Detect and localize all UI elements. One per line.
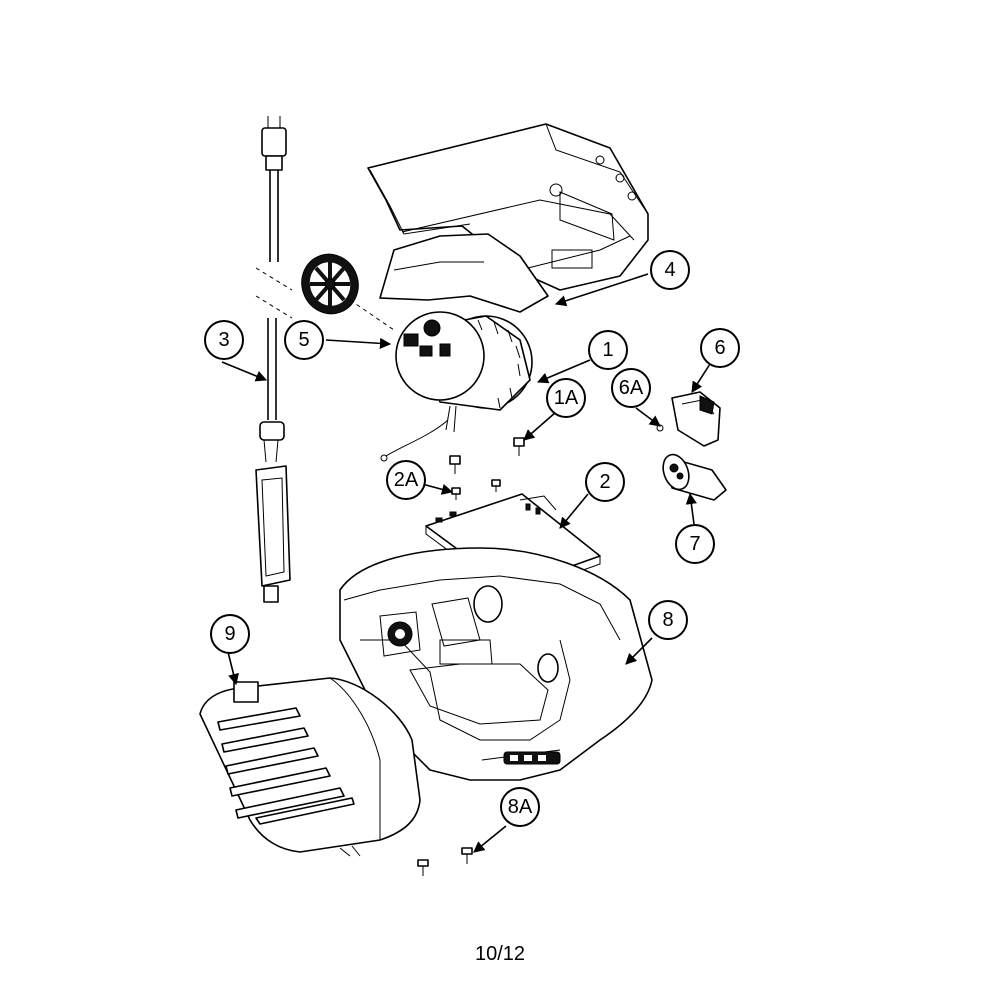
callout-3: 3 [204, 320, 244, 360]
fasteners-1a-part [513, 437, 525, 456]
callout-6a: 6A [611, 368, 651, 408]
callout-8a: 8A [500, 787, 540, 827]
callout-4: 4 [650, 250, 690, 290]
callout-1a: 1A [546, 378, 586, 418]
pulley-part [301, 253, 395, 331]
callout-5: 5 [284, 320, 324, 360]
main-housing-part [339, 547, 653, 781]
callout-5-label: 5 [298, 329, 309, 351]
callout-8: 8 [648, 600, 688, 640]
leader-lines [221, 273, 711, 853]
callout-6-label: 6 [714, 337, 725, 359]
motor-part [379, 233, 549, 462]
callout-2: 2 [585, 462, 625, 502]
power-cord-part [255, 116, 293, 603]
fasteners-2a-part [449, 455, 501, 500]
callout-2a-label: 2A [394, 469, 419, 491]
chassis-part [367, 123, 649, 291]
callout-7: 7 [675, 524, 715, 564]
capacitor-part [662, 453, 727, 501]
callout-9-label: 9 [224, 623, 235, 645]
callout-1: 1 [588, 330, 628, 370]
callout-4-label: 4 [664, 259, 675, 281]
callout-9: 9 [210, 614, 250, 654]
callout-3-label: 3 [218, 329, 229, 351]
callout-8-label: 8 [662, 609, 673, 631]
callout-1a-label: 1A [554, 387, 579, 409]
callout-6: 6 [700, 328, 740, 368]
callout-6a-label: 6A [619, 377, 644, 399]
callout-7-label: 7 [689, 533, 700, 555]
callout-2a: 2A [386, 460, 426, 500]
lens-cover-part [199, 677, 421, 857]
fasteners-8a-part [417, 847, 473, 876]
callout-8a-label: 8A [508, 796, 533, 818]
page-number: 10/12 [474, 943, 526, 965]
callout-2-label: 2 [599, 471, 610, 493]
capacitor-bracket-part [656, 391, 721, 447]
callout-1-label: 1 [602, 339, 613, 361]
